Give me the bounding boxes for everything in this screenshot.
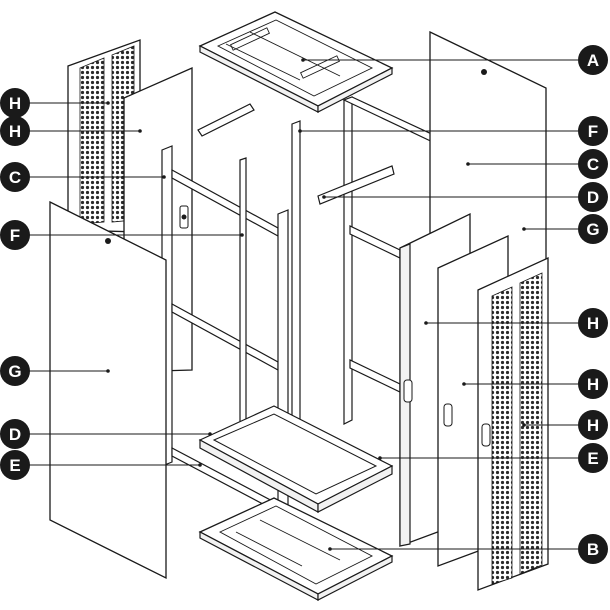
callout-h3-label: H: [587, 314, 599, 333]
leader-lines: [28, 58, 578, 551]
callout-badges: A H H F C C D F G G H H H D E E: [0, 45, 608, 564]
callout-h2: H: [0, 116, 30, 146]
callout-f2: F: [0, 220, 30, 250]
callout-e2: E: [578, 443, 608, 473]
callout-d2-label: D: [9, 425, 21, 444]
callout-h4-label: H: [587, 375, 599, 394]
callout-c2-label: C: [587, 155, 599, 174]
callout-g2: G: [578, 214, 608, 244]
callout-e2-label: E: [587, 449, 598, 468]
bottom-plate: [198, 497, 394, 601]
callout-h3: H: [578, 308, 608, 338]
callout-h1-label: H: [9, 94, 21, 113]
callout-h1: H: [0, 88, 30, 118]
left-side-panel: [49, 200, 167, 580]
callout-f1: F: [578, 116, 608, 146]
callout-g1: G: [0, 356, 30, 386]
callout-a: A: [578, 45, 608, 75]
callout-c2: C: [578, 149, 608, 179]
callout-c1-label: C: [9, 168, 21, 187]
cabinet-frame: [161, 96, 471, 531]
callout-e1-label: E: [9, 456, 20, 475]
callout-f2-label: F: [10, 226, 20, 245]
callout-d1: D: [578, 182, 608, 212]
callout-c1: C: [0, 162, 30, 192]
callout-h4: H: [578, 369, 608, 399]
callout-a-label: A: [587, 51, 599, 70]
callout-g2-label: G: [586, 220, 599, 239]
cross-bars: [197, 103, 395, 205]
callout-h2-label: H: [9, 122, 21, 141]
front-perforated-door: [477, 256, 549, 591]
callout-b-label: B: [587, 540, 599, 559]
callout-f1-label: F: [588, 122, 598, 141]
callout-d1-label: D: [587, 188, 599, 207]
callout-h5-label: H: [587, 416, 599, 435]
callout-e1: E: [0, 450, 30, 480]
callout-b: B: [578, 534, 608, 564]
callout-d2: D: [0, 419, 30, 449]
callout-g1-label: G: [8, 362, 21, 381]
top-cover: [198, 11, 394, 113]
callout-h5: H: [578, 410, 608, 440]
